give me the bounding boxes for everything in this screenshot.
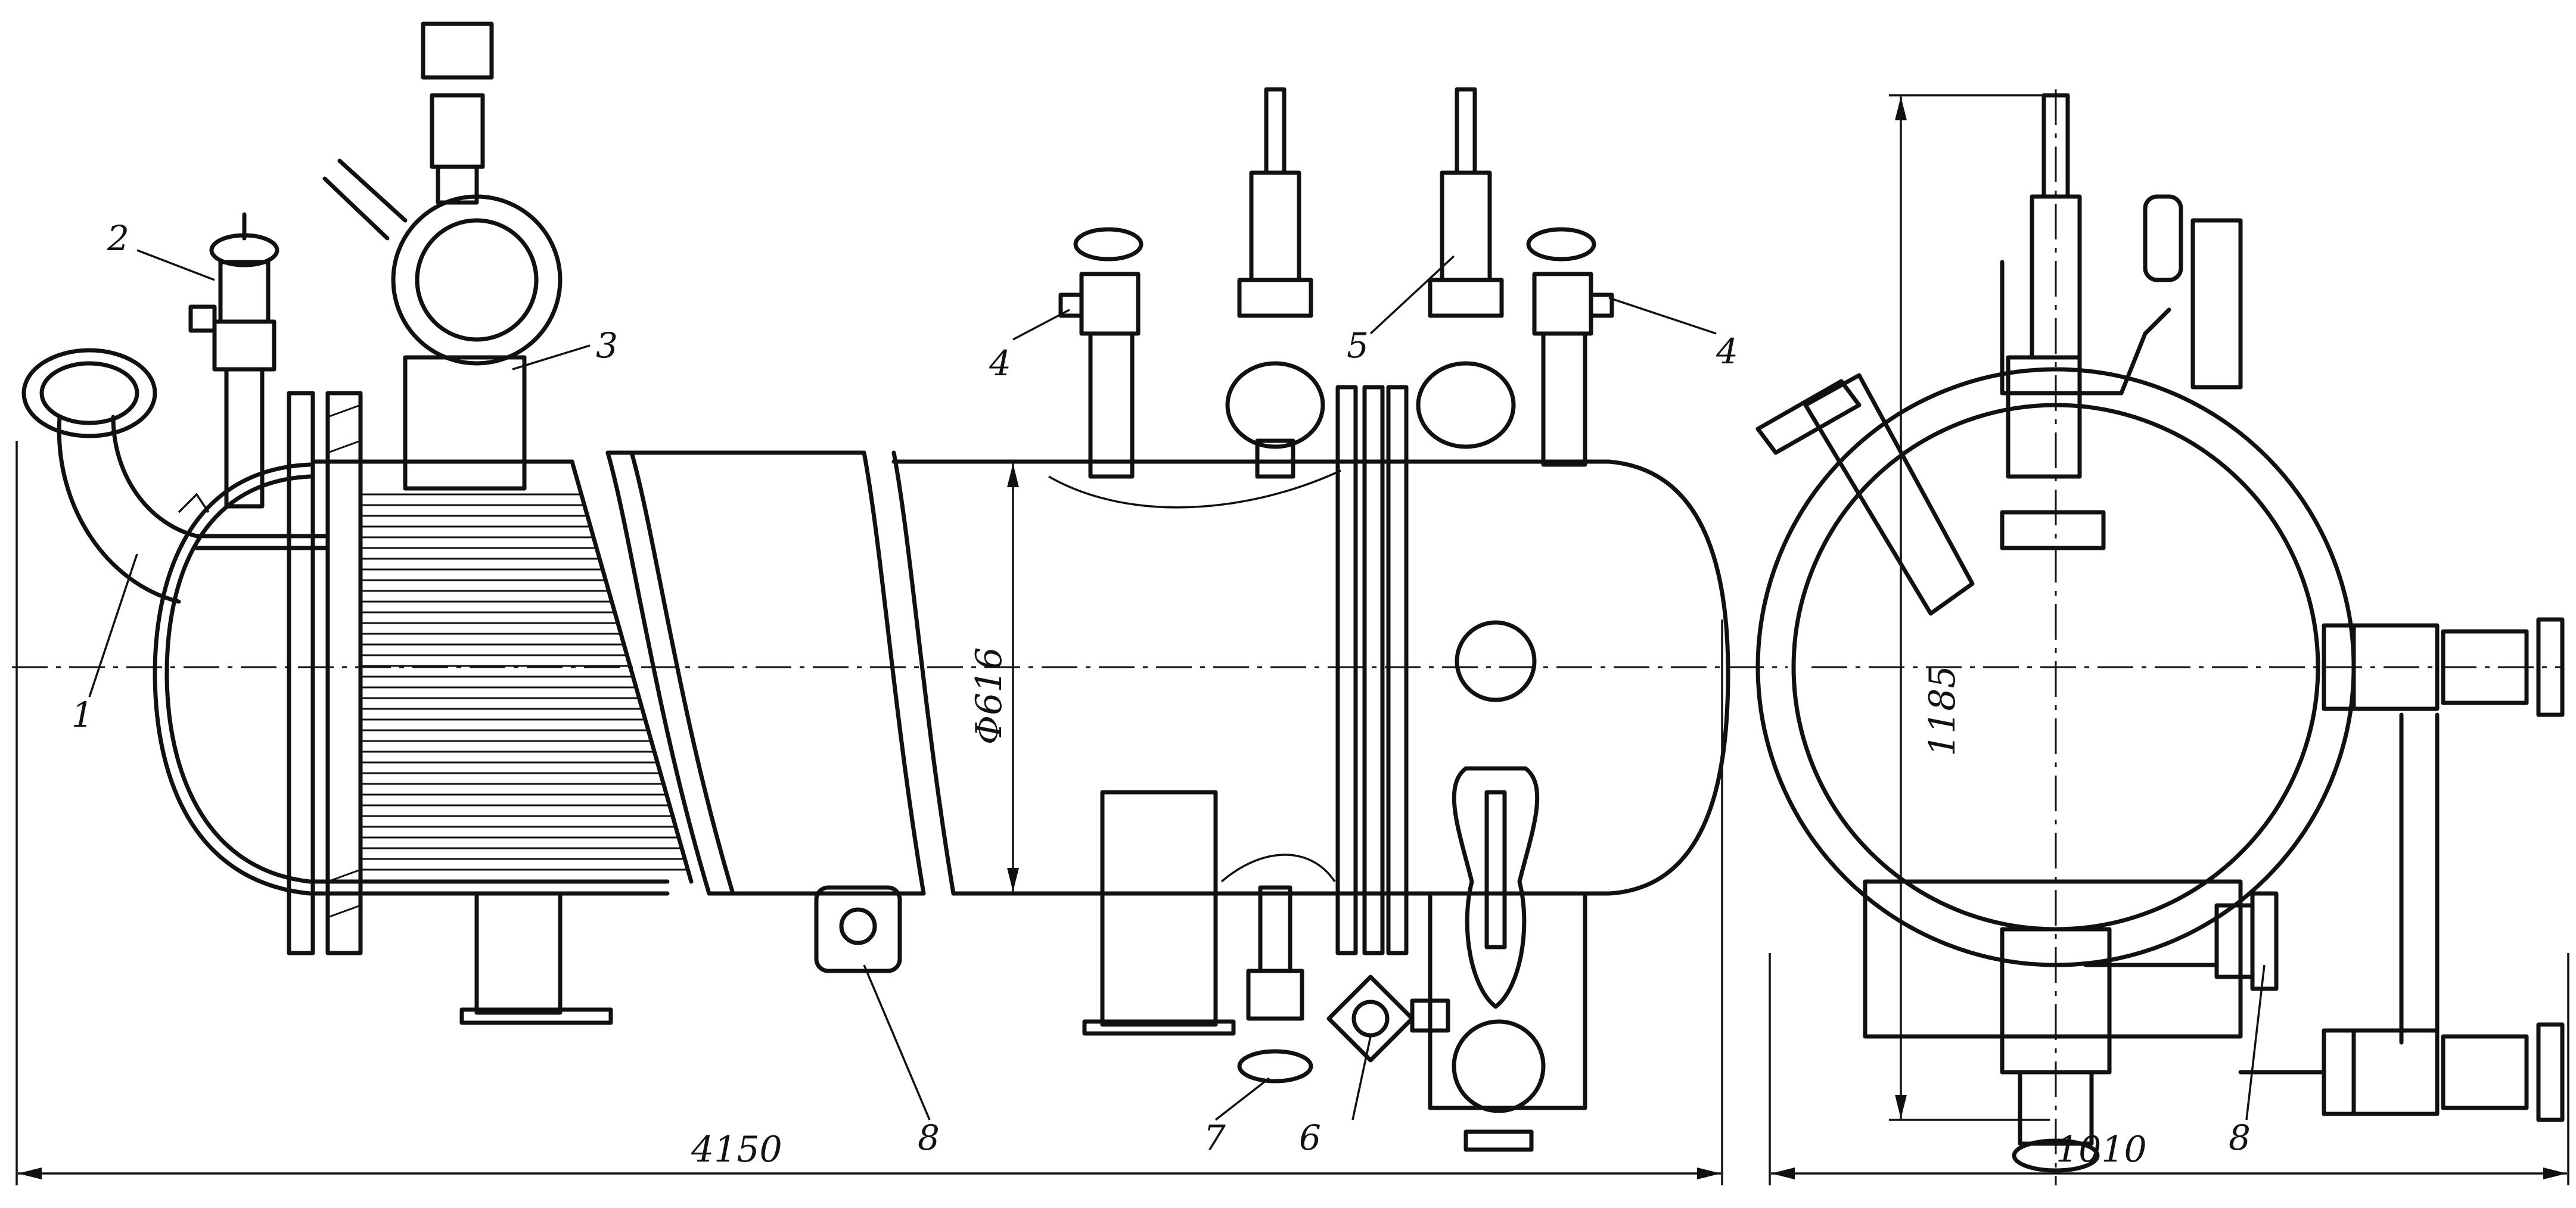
width-label: 1010 [2056, 1129, 2147, 1170]
thermometer-left [1225, 87, 1325, 479]
callout-8-side: 8 [918, 1117, 940, 1158]
callout-4-right: 4 [1716, 331, 1738, 372]
callout-2: 2 [107, 218, 129, 259]
thermometer-right [1416, 87, 1516, 449]
tube-sheet-flange [287, 391, 363, 955]
callout-8-end: 8 [2229, 1117, 2251, 1158]
end-right-valves [2238, 617, 2565, 1122]
level-gauge [1428, 620, 1587, 1152]
support-saddle [1082, 790, 1236, 1036]
valve-2 [188, 212, 279, 509]
callout-4-left: 4 [989, 343, 1011, 384]
support-pad-8 [814, 885, 902, 973]
bottom-nozzle [459, 891, 613, 1025]
fitting-6 [1326, 975, 1450, 1063]
callout-5: 5 [1347, 325, 1369, 366]
inlet-elbow [21, 348, 199, 604]
callout-6: 6 [1299, 1117, 1321, 1158]
nozzle-3 [322, 21, 563, 491]
diameter-label: Φ616 [968, 647, 1010, 745]
end-bottom-stand [1863, 879, 2279, 1173]
valve-4-left [1058, 227, 1143, 479]
body-flange [1335, 385, 1409, 955]
height-label: 1185 [1922, 665, 1963, 756]
height-dimension [1889, 94, 2050, 1121]
overall-length-label: 4150 [691, 1129, 782, 1170]
valve-4-right [1526, 227, 1614, 467]
drain-7 [1237, 885, 1313, 1084]
callout-1: 1 [72, 695, 94, 735]
end-top-valve [2000, 93, 2243, 479]
tube-bundle [361, 493, 688, 871]
width-dimension [1769, 953, 2569, 1185]
end-view [1755, 89, 2565, 1185]
end-inclined-nozzle [1755, 373, 1975, 616]
leaders [88, 249, 2266, 1121]
overall-length-dimension [15, 441, 1723, 1185]
callout-7: 7 [1204, 1117, 1226, 1158]
callout-3: 3 [596, 325, 618, 366]
side-view [12, 21, 1788, 1152]
